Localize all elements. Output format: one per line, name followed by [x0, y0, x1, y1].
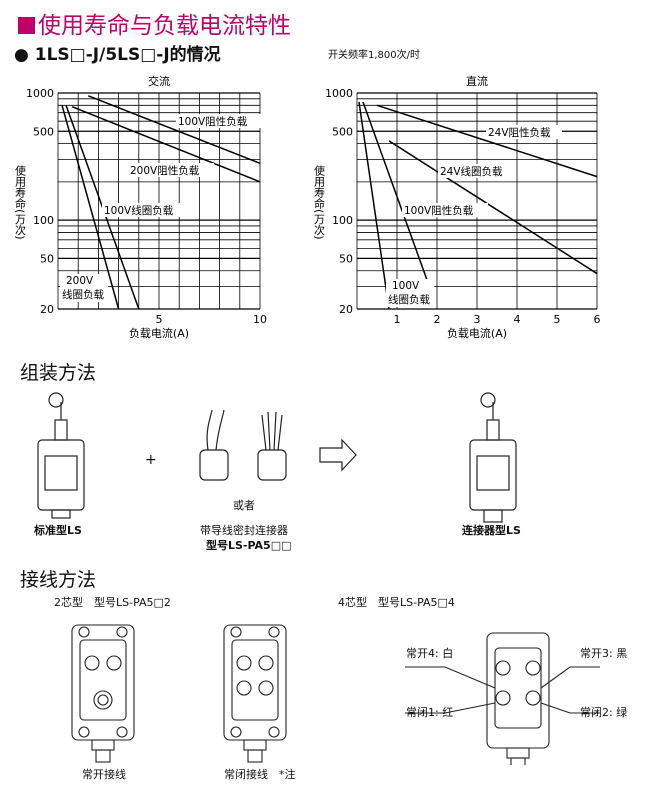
- wire-nc2-green: 常闭2: 绿: [580, 706, 628, 719]
- charts: 交流 1000 500 100 50 20 5 10 负载电流(A) 使用寿命(万次) 100V阻性…: [14, 74, 601, 340]
- assembly-heading: 组装方法: [20, 362, 97, 384]
- arrow-icon: [319, 438, 357, 472]
- connector-label-line2: 型号LS-PA5□□: [206, 539, 292, 552]
- standard-ls-label: 标准型LS: [34, 524, 82, 537]
- standard-ls-switch-image: [37, 392, 85, 519]
- series-label-bg: [102, 203, 188, 217]
- y-axis-label: 使用寿命(万次): [14, 165, 27, 240]
- series-label: 100V线圈负载: [104, 204, 174, 217]
- four-core-model: 4芯型 型号LS-PA5□4: [338, 596, 455, 609]
- x-tick-label: 5: [554, 313, 561, 326]
- four-core-wiring-image: [405, 632, 600, 765]
- series-label-bg: [386, 279, 434, 307]
- series-line: [61, 105, 120, 310]
- series-label: 100V: [392, 280, 420, 292]
- y-tick-label: 1000: [26, 87, 54, 100]
- subtitle-text: 1LS□-J/5LS□-J的情况: [34, 45, 221, 65]
- wire-no4-white: 常开4: 白: [406, 647, 454, 660]
- or-label: 或者: [233, 499, 255, 512]
- y-tick-label: 100: [33, 214, 54, 227]
- series-label: 200V: [66, 275, 94, 287]
- two-core-model: 2芯型 型号LS-PA5□2: [54, 596, 171, 609]
- switching-frequency-note: 开关频率1,800次/时: [328, 50, 420, 61]
- series-label: 线圈负载: [62, 288, 104, 301]
- chart-title: 交流: [148, 74, 170, 88]
- y-tick-label: 100: [332, 214, 353, 227]
- y-tick-label: 50: [339, 252, 353, 265]
- series-line: [362, 101, 434, 297]
- wire-no3-black: 常开3: 黑: [580, 647, 628, 660]
- series-label-bg: [128, 163, 214, 177]
- wiring-heading: 接线方法: [20, 569, 97, 591]
- series-line: [71, 106, 261, 183]
- x-tick-label: 2: [434, 313, 441, 326]
- y-tick-label: 20: [339, 303, 353, 316]
- series-label-bg: [176, 114, 262, 128]
- series-label-bg: [438, 164, 514, 178]
- y-axis-label: 使用寿命(万次): [313, 165, 326, 240]
- series-line: [358, 101, 390, 310]
- subtitle: ● 1LS□-J/5LS□-J的情况: [14, 45, 221, 65]
- x-tick-label: 10: [253, 313, 267, 326]
- wiring-illustrations: [71, 624, 600, 765]
- series-label-bg: [60, 274, 108, 302]
- chart-title: 直流: [466, 74, 488, 88]
- normally-closed-wiring-image: [223, 624, 287, 763]
- series-line: [88, 95, 261, 164]
- x-tick-label: 5: [156, 313, 163, 326]
- y-tick-label: 500: [33, 125, 54, 138]
- normally-closed-label: 常闭接线 *注: [224, 768, 296, 781]
- plus-sign: +: [145, 452, 157, 468]
- page-title: 使用寿命与负载电流特性: [18, 6, 291, 40]
- y-tick-label: 20: [40, 303, 54, 316]
- page-title-text: 使用寿命与负载电流特性: [38, 13, 291, 39]
- series-label: 100V阻性负载: [178, 115, 248, 128]
- series-label: 100V阻性负载: [404, 204, 474, 217]
- series-label: 线圈负载: [388, 293, 430, 306]
- x-tick-label: 6: [594, 313, 601, 326]
- normally-open-label: 常开接线: [82, 768, 126, 781]
- y-tick-label: 1000: [325, 87, 353, 100]
- connector-label-line1: 带导线密封连接器: [200, 524, 288, 537]
- x-tick-label: 4: [514, 313, 521, 326]
- series-label: 200V阻性负载: [130, 164, 200, 177]
- assembly-illustrations: [37, 392, 517, 523]
- normally-open-wiring-image: [71, 624, 135, 763]
- x-tick-label: 3: [474, 313, 481, 326]
- sealed-connector-image: [199, 409, 287, 481]
- series-label: 24V阻性负载: [488, 126, 551, 139]
- x-tick-label: 1: [394, 313, 401, 326]
- x-axis-label: 负载电流(A): [447, 326, 507, 340]
- connector-type-ls-label: 连接器型LS: [462, 524, 521, 537]
- y-tick-label: 500: [332, 125, 353, 138]
- y-tick-label: 50: [40, 252, 54, 265]
- series-label: 24V线圈负载: [440, 165, 503, 178]
- connector-type-ls-image: [469, 392, 517, 523]
- series-line: [388, 140, 598, 275]
- series-label-bg: [486, 125, 562, 139]
- wire-nc1-red: 常闭1: 红: [406, 706, 454, 719]
- square-bullet-icon: [18, 17, 35, 34]
- series-line: [376, 104, 598, 178]
- x-axis-label: 负载电流(A): [129, 326, 189, 340]
- series-label-bg: [402, 203, 488, 217]
